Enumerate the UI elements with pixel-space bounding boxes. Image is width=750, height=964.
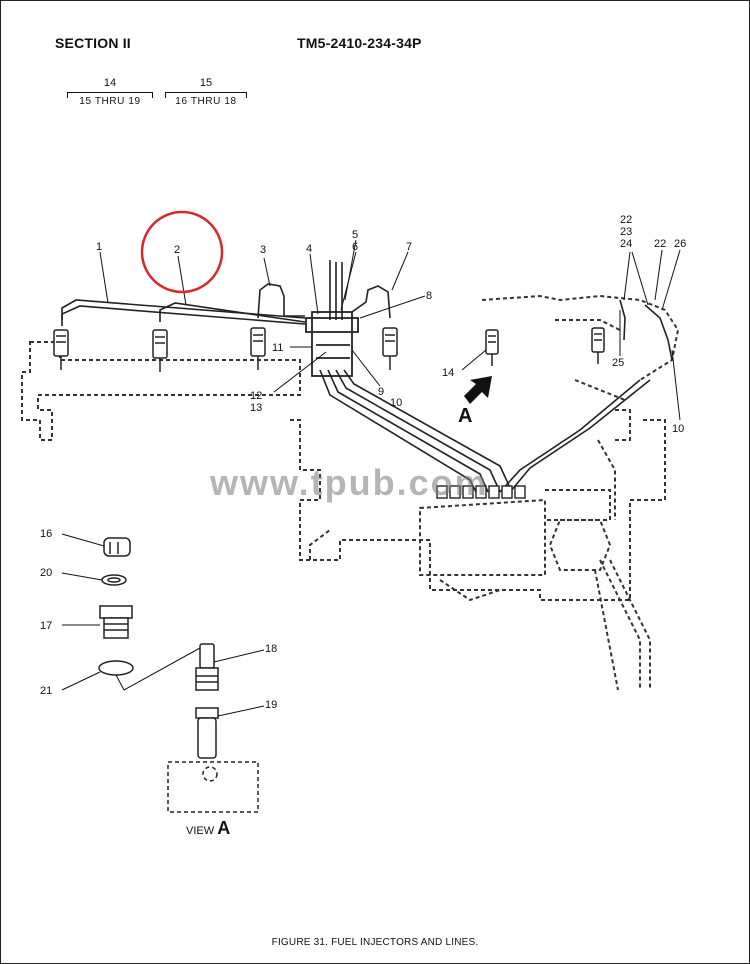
highlight-circle [140, 210, 224, 294]
callout-22-top: 22 [620, 214, 632, 226]
callout-20: 20 [40, 567, 52, 579]
view-a-letter: A [217, 818, 231, 838]
part-mount [167, 761, 259, 813]
part-nozzle-body [195, 643, 219, 691]
callout-6: 6 [352, 241, 358, 253]
callout-26: 26 [674, 238, 686, 250]
callout-12: 12 [250, 390, 262, 402]
part-seal [98, 660, 134, 676]
callout-22-right: 22 [654, 238, 666, 250]
callout-4: 4 [306, 243, 312, 255]
callout-7: 7 [406, 241, 412, 253]
callout-3: 3 [260, 244, 266, 256]
reference-15: 15 16 THRU 18 [165, 77, 247, 107]
watermark: www.tpub.com [210, 462, 489, 503]
detail-parts [98, 537, 259, 813]
callout-arrow-a: A [458, 405, 472, 427]
callout-18: 18 [265, 643, 277, 655]
reference-14-bracket [67, 92, 153, 98]
injector-nozzles [53, 327, 605, 372]
reference-15-number: 15 [199, 77, 213, 89]
part-sleeve [195, 707, 219, 759]
callout-21: 21 [40, 685, 52, 697]
view-a-label: VIEW A [186, 818, 230, 839]
view-a-prefix: VIEW [186, 825, 215, 837]
callout-13: 13 [250, 402, 262, 414]
leader-lines [61, 239, 681, 717]
callout-23: 23 [620, 226, 632, 238]
reference-14-number: 14 [103, 77, 117, 89]
view-a-arrow-icon [464, 376, 492, 404]
pump-fittings [436, 485, 526, 499]
reference-14-range: 15 THRU 19 [79, 96, 141, 107]
manual-number: TM5-2410-234-34P [297, 35, 422, 51]
callout-16: 16 [40, 528, 52, 540]
callout-10-right: 10 [672, 423, 684, 435]
callout-17: 17 [40, 620, 52, 632]
callout-8: 8 [426, 290, 432, 302]
callout-9: 9 [378, 386, 384, 398]
callout-5: 5 [352, 229, 358, 241]
callout-25: 25 [612, 357, 624, 369]
figure-caption: FIGURE 31. FUEL INJECTORS AND LINES. [271, 937, 479, 948]
callout-11: 11 [272, 342, 283, 354]
callout-10-center: 10 [390, 397, 402, 409]
part-cap [103, 537, 131, 557]
callout-19: 19 [265, 699, 277, 711]
injector-lines [61, 260, 673, 493]
callout-14: 14 [442, 367, 454, 379]
reference-15-range: 16 THRU 18 [175, 96, 237, 107]
part-washer [101, 574, 127, 586]
line-manifold [305, 311, 359, 377]
callout-labels: 1 2 3 4 5 6 7 8 9 10 11 12 13 14 16 20 1… [40, 214, 686, 711]
part-adapter [99, 605, 133, 639]
section-title: SECTION II [55, 35, 131, 51]
callout-24: 24 [620, 238, 632, 250]
reference-15-bracket [165, 92, 247, 98]
engine-block-outline [21, 294, 680, 691]
callout-1: 1 [96, 241, 102, 253]
reference-14: 14 15 THRU 19 [67, 77, 153, 107]
callout-2: 2 [174, 244, 180, 256]
